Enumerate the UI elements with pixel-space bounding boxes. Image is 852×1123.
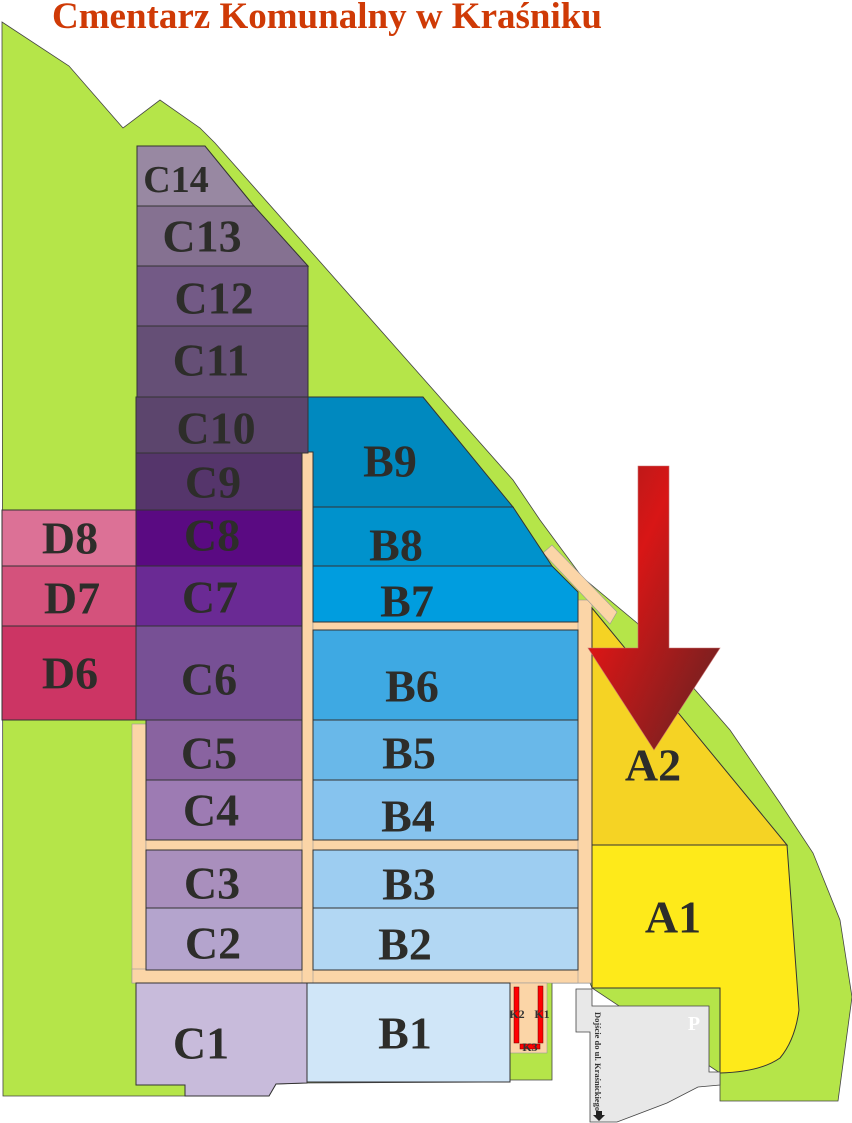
chapel-k3-shape	[519, 1043, 541, 1050]
access-note: Dojście do ul. Kraśnickiego	[593, 1012, 603, 1111]
section-b7[interactable]	[312, 565, 579, 623]
label-c12: C12	[174, 273, 253, 324]
section-b8[interactable]	[312, 506, 553, 567]
label-c14: C14	[143, 159, 208, 201]
entrance-arrow-icon	[587, 465, 721, 751]
section-c4[interactable]	[145, 779, 303, 841]
section-c11[interactable]	[136, 325, 309, 398]
section-b3[interactable]	[312, 849, 579, 909]
parking-label: P	[688, 1013, 700, 1035]
label-b6: B6	[385, 661, 439, 712]
section-b4[interactable]	[312, 779, 579, 841]
section-c8[interactable]	[135, 509, 303, 567]
chapel-group[interactable]: K2 K1 K3	[509, 985, 550, 1054]
chapel-k2-shape	[513, 986, 520, 1044]
section-b6[interactable]	[312, 629, 579, 721]
label-b9: B9	[363, 436, 417, 487]
map-title: Cmentarz Komunalny w Kraśniku	[52, 0, 602, 37]
label-b1: B1	[378, 1008, 432, 1059]
chapel-k2-label: K2	[509, 1007, 524, 1021]
label-c7: C7	[182, 572, 238, 623]
label-c6: C6	[181, 654, 237, 705]
section-c6[interactable]	[135, 625, 303, 721]
label-c2: C2	[185, 918, 241, 969]
section-c7[interactable]	[135, 565, 303, 627]
label-d8: D8	[42, 513, 98, 564]
label-a2: A2	[625, 740, 681, 791]
chapel-k1-shape	[537, 985, 544, 1044]
label-c13: C13	[162, 211, 241, 262]
label-c5: C5	[181, 728, 237, 779]
label-b8: B8	[369, 520, 423, 571]
section-a2[interactable]	[591, 606, 789, 846]
section-b5[interactable]	[312, 719, 579, 781]
section-c10[interactable]	[135, 396, 309, 454]
label-b4: B4	[381, 791, 435, 842]
section-a1[interactable]	[591, 844, 800, 1074]
label-c9: C9	[185, 457, 241, 508]
section-c3[interactable]	[145, 849, 303, 909]
section-labels: C14 C13 C12 C11 C10 C9 C8 C7 C6 C5 C4 C3…	[42, 159, 701, 1069]
label-b2: B2	[378, 919, 432, 970]
chapel-k1-label: K1	[534, 1007, 549, 1021]
label-c3: C3	[184, 858, 240, 909]
label-c4: C4	[183, 785, 239, 836]
label-c1: C1	[173, 1018, 229, 1069]
section-d6[interactable]	[1, 625, 137, 721]
section-c5[interactable]	[145, 719, 303, 781]
label-b3: B3	[382, 859, 436, 910]
label-b7: B7	[380, 576, 434, 627]
label-c11: C11	[173, 335, 250, 386]
parking-area[interactable]	[575, 988, 721, 1123]
section-c12[interactable]	[136, 265, 309, 327]
access-arrow-icon	[593, 1111, 605, 1121]
section-d8[interactable]	[1, 509, 137, 567]
section-b2[interactable]	[312, 907, 579, 971]
section-d7[interactable]	[1, 565, 137, 627]
label-c10: C10	[176, 403, 255, 454]
chapel-k3-label: K3	[522, 1040, 537, 1054]
label-c8: C8	[184, 510, 240, 561]
label-d7: D7	[44, 573, 100, 624]
label-b5: B5	[382, 728, 436, 779]
label-a1: A1	[645, 892, 701, 943]
label-d6: D6	[42, 648, 98, 699]
section-c2[interactable]	[145, 907, 303, 971]
section-b1[interactable]	[306, 982, 511, 1083]
